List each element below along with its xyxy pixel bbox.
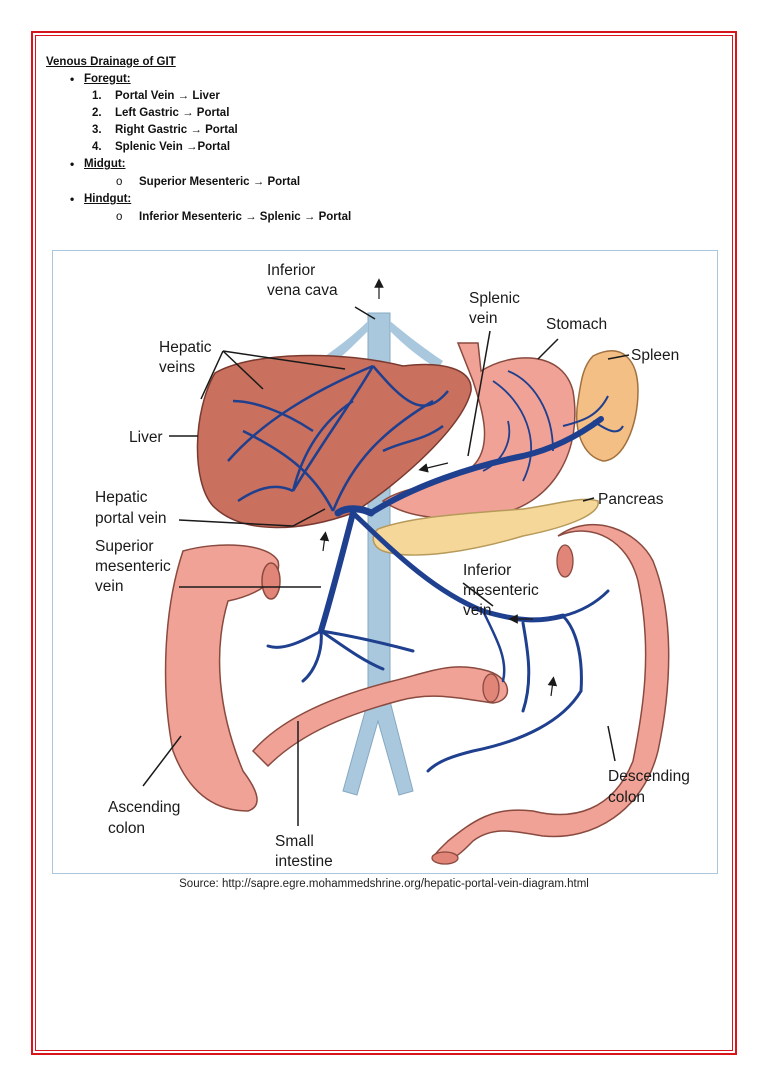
small-intestine <box>251 666 509 768</box>
list-item: o Inferior Mesenteric → Splenic → Portal <box>46 208 351 226</box>
label-small-intestine-2: intestine <box>275 853 333 870</box>
label-splenic-vein-1: Splenic <box>469 290 520 307</box>
list-item-text: Portal Vein → Liver <box>115 90 220 102</box>
list-item: 4.Splenic Vein →Portal <box>92 141 231 153</box>
ascending-colon <box>164 544 281 812</box>
label-descending-colon-1: Descending <box>608 768 690 785</box>
label-small-intestine-1: Small <box>275 833 314 850</box>
label-spleen: Spleen <box>631 347 679 364</box>
section-label: Foregut: <box>84 73 131 85</box>
label-imv-3: vein <box>463 602 491 619</box>
section-label: Hindgut: <box>84 193 132 205</box>
label-splenic-vein-2: vein <box>469 310 497 327</box>
label-pancreas: Pancreas <box>598 491 664 508</box>
notes-block: Venous Drainage of GIT • Foregut: 1.Porta… <box>46 56 351 226</box>
portal-venous-diagram: Inferior vena cava Splenic vein Stomach … <box>52 250 718 874</box>
pancreas <box>372 498 599 556</box>
bullet-icon: • <box>70 72 75 86</box>
label-stomach: Stomach <box>546 316 607 333</box>
list-item-text: Superior Mesenteric → Portal <box>139 176 301 188</box>
label-liver: Liver <box>129 429 163 446</box>
section-foregut: • Foregut: <box>46 71 351 88</box>
label-inferior-vena-cava-2: vena cava <box>267 282 338 299</box>
list-item: 1.Portal Vein → Liver <box>92 90 220 102</box>
label-hepatic-veins-2: veins <box>159 359 195 376</box>
label-hepatic-veins-1: Hepatic <box>159 339 212 356</box>
label-hepatic-portal-vein-1: Hepatic <box>95 489 148 506</box>
page-border-outer <box>31 31 737 1055</box>
diagram-svg: Inferior vena cava Splenic vein Stomach … <box>95 262 690 870</box>
list-item-text: Right Gastric → Portal <box>115 124 238 136</box>
list-item-text: Splenic Vein →Portal <box>115 141 231 153</box>
label-smv-2: mesenteric <box>95 558 171 575</box>
label-descending-colon-2: colon <box>608 789 645 806</box>
label-inferior-vena-cava-1: Inferior <box>267 262 315 279</box>
list-item-text: Inferior Mesenteric → Splenic → Portal <box>139 211 352 223</box>
section-hindgut: • Hindgut: <box>46 191 351 208</box>
source-caption: Source: http://sapre.egre.mohammedshrine… <box>179 878 589 890</box>
leader-lines <box>142 306 630 826</box>
list-item: o Superior Mesenteric → Portal <box>46 173 351 191</box>
list-item: 2.Left Gastric → Portal <box>92 107 230 119</box>
label-ascending-colon-1: Ascending <box>108 799 180 816</box>
bullet-icon: • <box>70 157 75 171</box>
bullet-icon: • <box>70 192 75 206</box>
document-title: Venous Drainage of GIT <box>46 56 176 68</box>
circle-bullet-icon: o <box>116 211 123 223</box>
list-item: 3.Right Gastric → Portal <box>92 124 238 136</box>
label-imv-2: mesenteric <box>463 582 539 599</box>
label-ascending-colon-2: colon <box>108 820 145 837</box>
label-hepatic-portal-vein-2: portal vein <box>95 510 167 527</box>
spleen <box>562 350 639 462</box>
list-item-text: Left Gastric → Portal <box>115 107 230 119</box>
descending-colon <box>431 523 670 865</box>
circle-bullet-icon: o <box>116 176 123 188</box>
section-midgut: • Midgut: <box>46 156 351 173</box>
liver <box>196 354 472 529</box>
portal-vein-system <box>266 416 610 773</box>
label-smv-1: Superior <box>95 538 154 555</box>
diagram-labels: Inferior vena cava Splenic vein Stomach … <box>95 262 690 870</box>
label-imv-1: Inferior <box>463 562 511 579</box>
flow-arrows <box>319 278 558 697</box>
section-label: Midgut: <box>84 158 126 170</box>
label-smv-3: vein <box>95 578 123 595</box>
page-border-inner <box>35 35 733 1051</box>
